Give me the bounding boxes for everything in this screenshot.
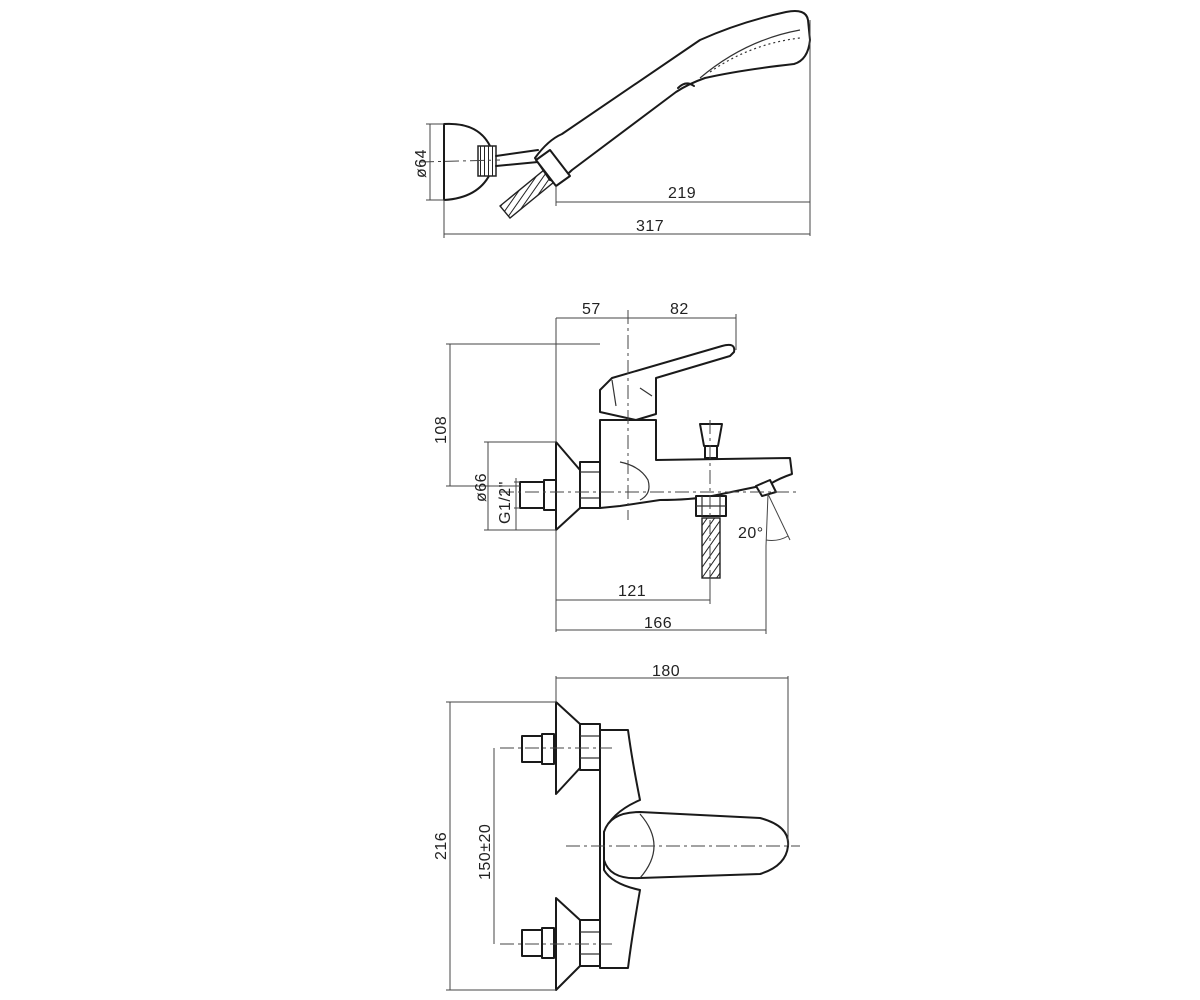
inlet-thread-label: G1/2" xyxy=(497,481,514,524)
holder-diameter-label: ø64 xyxy=(413,149,430,178)
top-nut-lower xyxy=(579,919,601,967)
mixer-lever xyxy=(599,343,736,421)
lever-depth-label: 57 xyxy=(582,301,601,318)
top-mixer-lever xyxy=(603,811,790,880)
top-height-label: 216 xyxy=(433,832,450,860)
handshower-view: ø64 219 317 xyxy=(413,10,811,238)
inlet-centers-label: 150±20 xyxy=(477,824,494,880)
holder-nut xyxy=(477,145,497,177)
inlet-nut xyxy=(543,479,557,511)
diverter-distance-label: 121 xyxy=(618,583,646,600)
hose xyxy=(499,169,555,219)
height-label: 108 xyxy=(433,416,450,444)
hand-shower-body xyxy=(534,10,811,182)
top-nut-upper xyxy=(579,723,601,771)
spout-angle-label: 20° xyxy=(738,525,764,542)
holder-arm xyxy=(495,149,539,167)
lever-length-label: 82 xyxy=(670,301,689,318)
overall-length-label: 317 xyxy=(636,218,664,235)
flange-diameter-label: ø66 xyxy=(473,473,490,502)
shower-button xyxy=(677,82,695,89)
hand-shower-length-label: 219 xyxy=(668,185,696,202)
side-view: 20° 57 82 108 ø66 G1/2" 121 166 xyxy=(433,301,800,634)
hose-connector xyxy=(535,149,571,187)
shower-face xyxy=(699,29,801,79)
top-width-label: 180 xyxy=(652,663,680,680)
diverter-knob xyxy=(699,423,723,447)
wall-flange xyxy=(555,441,581,531)
spout-projection-label: 166 xyxy=(644,615,672,632)
body-nut xyxy=(579,461,601,509)
top-mixer-body xyxy=(599,729,641,969)
top-view: 180 216 150±20 xyxy=(433,663,800,991)
side-hose xyxy=(701,517,721,579)
